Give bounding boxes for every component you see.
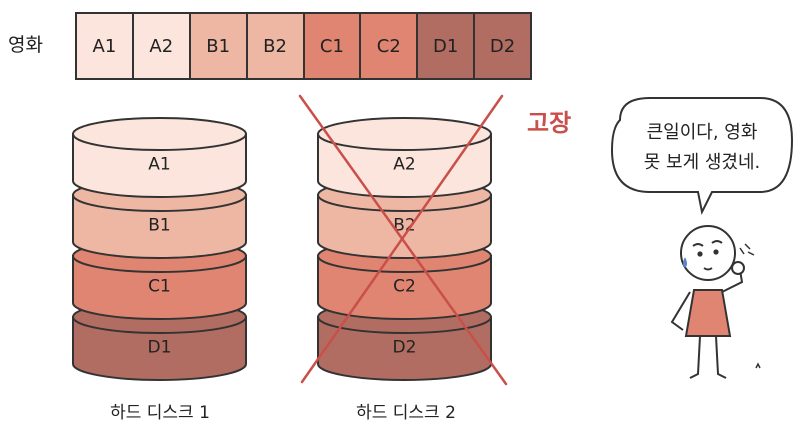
disk-2-label-c2: C2 [393, 277, 416, 297]
failure-cross [298, 94, 508, 386]
disk-2-label-a2: A2 [393, 155, 415, 175]
speech-line-1: 큰일이다, 영화 [646, 122, 758, 143]
movie-block-a1: A1 [77, 14, 134, 78]
movie-block-b1: B1 [190, 14, 248, 78]
movie-block-c1: C1 [304, 14, 362, 78]
speech-bubble [610, 97, 794, 216]
speech-line-2: 못 보게 생겼네. [643, 152, 761, 173]
movie-label: 영화 [8, 34, 43, 56]
movie-block-b2: B2 [247, 14, 305, 78]
disk-1-label-d1: D1 [148, 338, 172, 358]
speech-bubble-text: 큰일이다, 영화 못 보게 생겼네. [622, 118, 782, 178]
disk-1-label-a1: A1 [148, 155, 170, 175]
movie-block-d2: D2 [475, 14, 530, 78]
disk-1-label-b1: B1 [148, 216, 170, 236]
movie-block-c2: C2 [361, 14, 419, 78]
disk-1-label: 하드 디스크 1 [110, 403, 210, 423]
movie-block-a2: A2 [133, 14, 191, 78]
disk-2-label: 하드 디스크 2 [356, 403, 456, 423]
disk-1-layer-a1: A1 [72, 117, 247, 198]
disk-1: D1 C1 B1 A1 [72, 117, 247, 381]
failure-label: 고장 [527, 109, 572, 137]
movie-block-d1: D1 [418, 14, 476, 78]
worried-person-illustration [670, 225, 761, 379]
disk-2-label-d2: D2 [393, 338, 417, 358]
disk-2-label-b2: B2 [393, 216, 415, 236]
disk-1-label-c1: C1 [148, 277, 171, 297]
disk-2: D2 C2 B2 A2 [298, 94, 508, 386]
